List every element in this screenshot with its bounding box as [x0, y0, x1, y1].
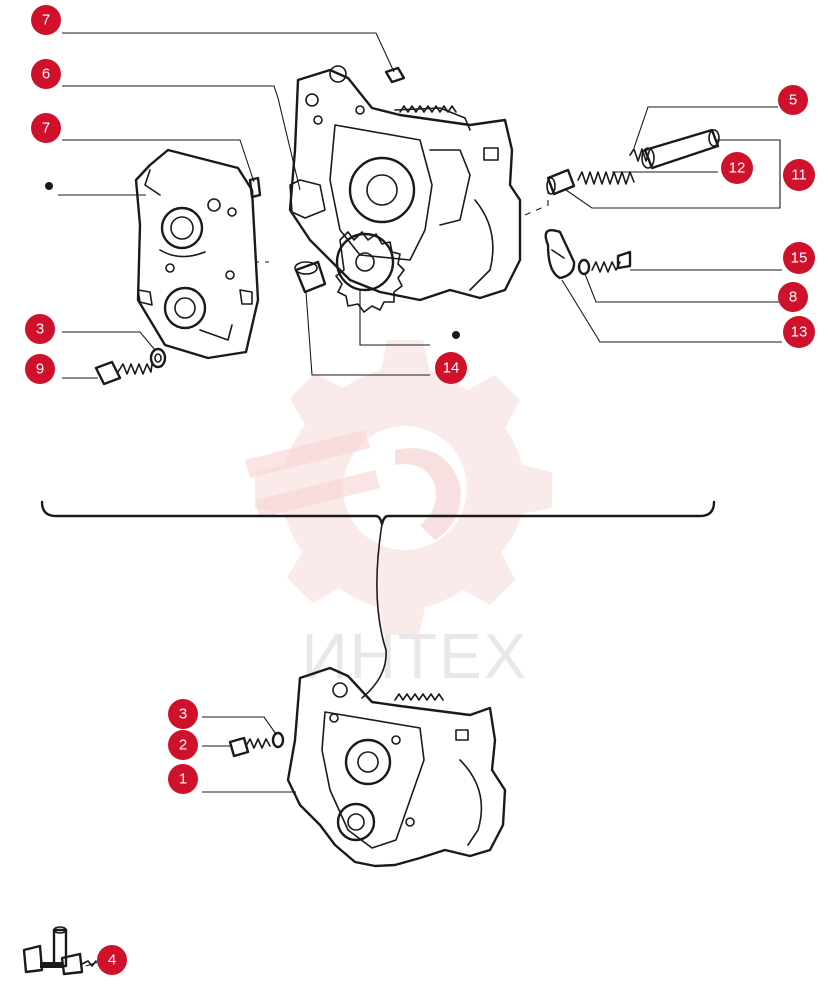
pump-gear	[335, 231, 405, 313]
callout-7-top: 7	[31, 5, 61, 35]
repair-kit-icon	[22, 926, 97, 976]
callout-badge	[31, 113, 61, 143]
callout-badge	[783, 242, 815, 274]
callout-label: 7	[42, 120, 50, 137]
watermark-gear-logo: ИНТЕХ	[245, 340, 552, 692]
callout-badge	[778, 282, 808, 312]
bolt-9	[94, 360, 153, 386]
callout-15: 15	[783, 242, 815, 274]
pump-assembly-lower	[286, 666, 507, 868]
callout-badge	[31, 5, 61, 35]
callout-badge	[778, 85, 808, 115]
bolt-15	[591, 250, 632, 273]
callout-label: 1	[179, 771, 187, 788]
callout-label: 8	[789, 289, 797, 306]
callout-label: 3	[179, 706, 187, 723]
callout-label: 9	[36, 361, 44, 378]
callout-4: 4	[97, 945, 127, 975]
alignment-lines	[255, 190, 549, 263]
callout-3-upper: 3	[25, 314, 55, 344]
callout-badge	[97, 945, 127, 975]
callout-label: 15	[791, 250, 808, 267]
assembly-bracket	[40, 500, 716, 699]
callout-6: 6	[31, 59, 61, 89]
callout-badge	[168, 730, 198, 760]
washer-3-lower	[271, 731, 285, 749]
callout-8: 8	[778, 282, 808, 312]
callout-badge	[25, 314, 55, 344]
leader-lines	[58, 32, 782, 967]
callout-badge	[31, 59, 61, 89]
callout-badge	[435, 352, 467, 384]
callout-badge	[168, 699, 198, 729]
callout-3-lower: 3	[168, 699, 198, 729]
washer-3-upper	[149, 347, 167, 369]
pump-body-upper	[288, 65, 522, 302]
callout-badge	[783, 316, 815, 348]
callout-badge	[168, 764, 198, 794]
bolt-2	[228, 736, 271, 758]
callout-9: 9	[25, 354, 55, 384]
marker-dot-left	[45, 182, 53, 190]
bushing	[294, 260, 327, 294]
callout-label: 2	[179, 737, 187, 754]
dowel-pin-7-upper	[384, 66, 406, 84]
callout-13: 13	[783, 316, 815, 348]
callout-badge	[783, 159, 815, 191]
callout-badge	[721, 152, 753, 184]
callout-5: 5	[778, 85, 808, 115]
callout-label: 6	[42, 66, 50, 83]
relief-valve-spring	[577, 171, 635, 185]
callout-1: 1	[168, 764, 198, 794]
dowel-pin-7-left	[248, 176, 262, 199]
callout-badge	[25, 354, 55, 384]
callout-label: 5	[789, 92, 797, 109]
watermark-text: ИНТЕХ	[302, 620, 529, 692]
washer-8	[577, 258, 591, 276]
relief-valve-sleeve	[629, 128, 720, 170]
retainer-clip	[544, 228, 576, 280]
callout-2: 2	[168, 730, 198, 760]
callout-label: 13	[791, 324, 808, 341]
callout-label: 11	[791, 167, 807, 184]
callout-11: 11	[783, 159, 815, 191]
callout-label: 4	[108, 952, 116, 969]
callout-14: 14	[435, 352, 467, 384]
relief-valve-plunger	[546, 168, 576, 196]
callout-label: 7	[42, 12, 50, 29]
callout-label: 3	[36, 321, 44, 338]
callout-7-middle: 7	[31, 113, 61, 143]
callout-12: 12	[721, 152, 753, 184]
pump-cover-plate	[134, 148, 260, 360]
callout-label: 14	[443, 360, 460, 377]
marker-dot-center	[452, 331, 460, 339]
callout-label: 12	[729, 160, 746, 177]
